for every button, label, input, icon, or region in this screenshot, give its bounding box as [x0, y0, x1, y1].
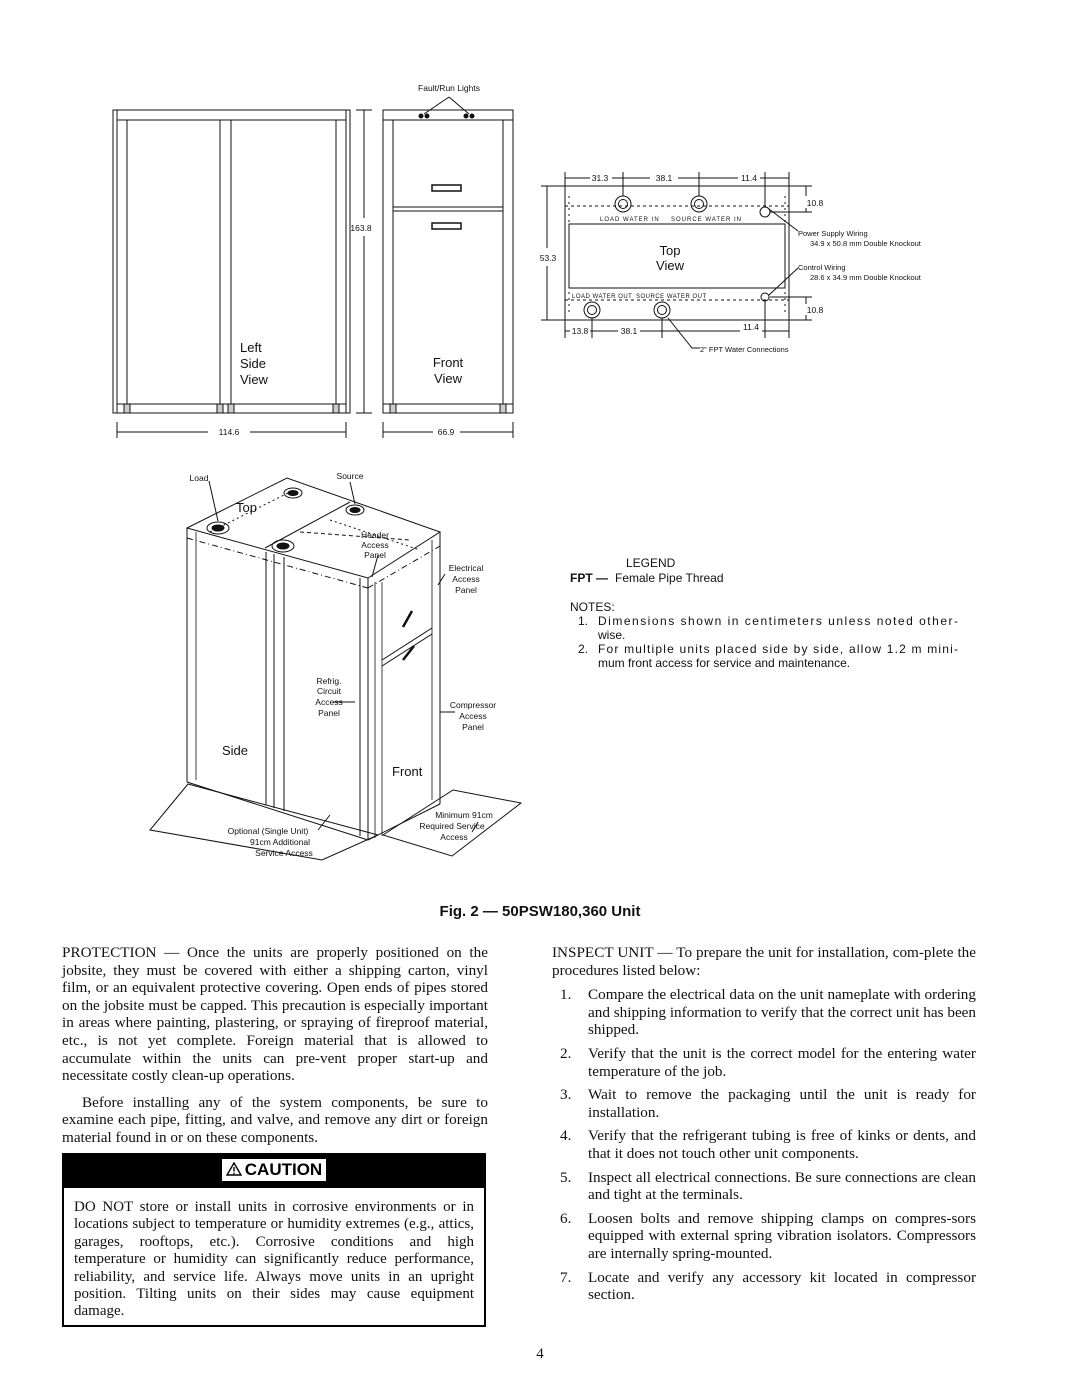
- note-1-line-1: Dimensions shown in centimeters unless n…: [598, 614, 958, 628]
- page-number: 4: [536, 1346, 544, 1362]
- front-view: [382, 96, 514, 414]
- top-view-label-1: Top: [660, 243, 681, 258]
- header-access-panel-2: Access: [361, 540, 388, 550]
- minimum-access-2: Required Service: [419, 821, 484, 831]
- iso-side-label: Side: [222, 743, 248, 758]
- protection-paragraph: PROTECTION — Once the units are properly…: [62, 944, 488, 1085]
- source-water-in-label: SOURCE WATER IN: [671, 217, 742, 223]
- refrig-access-panel-3: Access: [315, 697, 342, 707]
- iso-top-label: Top: [236, 500, 257, 515]
- note-2-num: 2.: [578, 642, 588, 656]
- caution-label-box: CAUTION: [222, 1159, 326, 1181]
- right-dim-bottom: 10.8: [807, 305, 824, 315]
- compressor-access-panel-3: Panel: [462, 722, 484, 732]
- optional-access-1: Optional (Single Unit): [228, 826, 309, 836]
- minimum-access-1: Minimum 91cm: [435, 810, 493, 820]
- fault-run-lights-label: Fault/Run Lights: [418, 83, 480, 93]
- before-installing-paragraph: Before installing any of the system comp…: [62, 1093, 488, 1146]
- top-dim-2: 38.1: [656, 173, 673, 183]
- top-dim-3: 11.4: [741, 173, 757, 183]
- dim-height-label: 163.8: [350, 223, 372, 233]
- list-item: 2.Verify that the unit is the correct mo…: [560, 1044, 976, 1080]
- compressor-access-panel-2: Access: [459, 711, 486, 721]
- right-column: INSPECT UNIT — To prepare the unit for i…: [552, 944, 976, 1310]
- warning-triangle-icon: [225, 1161, 242, 1176]
- legend-title: LEGEND: [626, 556, 676, 570]
- electrical-access-panel-2: Access: [452, 574, 479, 584]
- list-item: 7.Locate and verify any accessory kit lo…: [560, 1268, 976, 1304]
- minimum-access-3: Access: [440, 832, 467, 842]
- electrical-access-panel-1: Electrical: [449, 563, 484, 573]
- width-dimension-front: [382, 422, 514, 438]
- optional-access-2: 91cm Additional: [250, 837, 310, 847]
- refrig-access-panel-4: Panel: [318, 708, 340, 718]
- height-dimension: [356, 109, 372, 414]
- isometric-view: [149, 477, 523, 861]
- bottom-dim-1: 13.8: [572, 326, 589, 336]
- front-view-label-1: Front: [433, 355, 464, 370]
- dim-width-left-label: 114.6: [219, 427, 240, 437]
- control-wiring-label: Control Wiring: [798, 263, 846, 272]
- power-knockout-label: 34.9 x 50.8 mm Double Knockout: [810, 239, 922, 248]
- note-1-num: 1.: [578, 614, 588, 628]
- top-dim-1: 31.3: [592, 173, 609, 183]
- inspect-steps-list: 1.Compare the electrical data on the uni…: [552, 986, 976, 1304]
- top-view-label-2: View: [656, 258, 685, 273]
- fpt-connections-label: 2" FPT Water Connections: [700, 345, 789, 354]
- unit-dimension-figure: Fault/Run Lights 163.8 114.6 66.9 Left S…: [112, 83, 958, 861]
- legend-fpt-abbr: FPT —: [570, 571, 608, 585]
- compressor-access-panel-1: Compressor: [450, 700, 496, 710]
- list-item: 5.Inspect all electrical connections. Be…: [560, 1168, 976, 1204]
- dim-width-front-label: 66.9: [438, 427, 455, 437]
- header-access-panel-1: Header: [361, 530, 389, 540]
- list-item: 6.Loosen bolts and remove shipping clamp…: [560, 1209, 976, 1262]
- left-side-view: [112, 109, 351, 414]
- header-access-panel-3: Panel: [364, 550, 386, 560]
- bottom-dim-2: 38.1: [621, 326, 638, 336]
- right-dim-top: 10.8: [807, 198, 824, 208]
- iso-load-label: Load: [190, 473, 209, 483]
- iso-source-label: Source: [337, 471, 364, 481]
- caution-text: DO NOT store or install units in corrosi…: [74, 1199, 474, 1320]
- notes-title: NOTES:: [570, 600, 615, 614]
- list-item: 4.Verify that the refrigerant tubing is …: [560, 1127, 976, 1162]
- iso-front-label: Front: [392, 764, 423, 779]
- caution-header: CAUTION: [64, 1155, 484, 1188]
- control-knockout-label: 28.6 x 34.9 mm Double Knockout: [810, 273, 922, 282]
- left-view-label-2: Side: [240, 356, 266, 371]
- electrical-access-panel-3: Panel: [455, 585, 477, 595]
- inspect-unit-intro: INSPECT UNIT — To prepare the unit for i…: [552, 944, 976, 979]
- load-water-in-label: LOAD WATER IN: [600, 217, 660, 223]
- left-view-label-1: Left: [240, 340, 262, 355]
- bottom-dim-3: 11.4: [743, 322, 759, 332]
- note-2-line-1: For multiple units placed side by side, …: [598, 642, 958, 656]
- note-2-line-2: mum front access for service and mainten…: [598, 656, 850, 670]
- refrig-access-panel-2: Circuit: [317, 686, 342, 696]
- note-1-line-2: wise.: [597, 628, 625, 642]
- optional-access-3: Service Access: [255, 848, 313, 858]
- source-water-out-label: SOURCE WATER OUT: [636, 294, 707, 300]
- load-water-out-label: LOAD WATER OUT: [572, 294, 632, 300]
- figure-caption: Fig. 2 — 50PSW180,360 Unit: [439, 903, 641, 920]
- caution-label: CAUTION: [244, 1160, 323, 1179]
- width-dimension-left: [116, 422, 347, 438]
- top-view: [541, 172, 812, 349]
- legend-fpt-def: Female Pipe Thread: [615, 571, 724, 585]
- caution-box: CAUTION DO NOT store or install units in…: [62, 1153, 486, 1327]
- left-view-label-3: View: [240, 372, 269, 387]
- left-dim-height: 53.3: [540, 253, 557, 263]
- left-column: PROTECTION — Once the units are properly…: [62, 944, 488, 1156]
- list-item: 3.Wait to remove the packaging until the…: [560, 1086, 976, 1121]
- front-view-label-2: View: [434, 371, 463, 386]
- list-item: 1.Compare the electrical data on the uni…: [560, 986, 977, 1039]
- refrig-access-panel-1: Refrig.: [316, 676, 341, 686]
- power-supply-wiring-label: Power Supply Wiring: [798, 229, 868, 238]
